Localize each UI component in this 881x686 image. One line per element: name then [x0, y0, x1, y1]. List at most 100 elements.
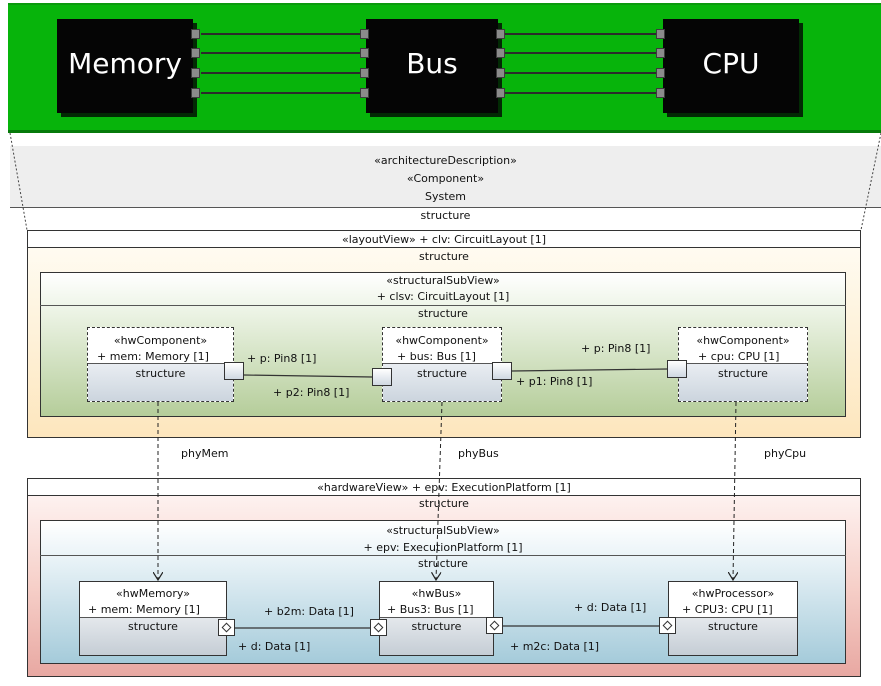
- hwmemory-mem[interactable]: [79, 581, 227, 656]
- zoom-line-left: [9, 132, 28, 231]
- architecture-stereotype: «architectureDescription»: [374, 154, 517, 167]
- circuit-banner: Memory Bus CPU: [8, 3, 881, 133]
- compartment: [669, 617, 797, 655]
- allocation-phycpu[interactable]: [733, 401, 736, 580]
- zoom-line-right: [860, 132, 881, 231]
- port-label-p2-bus: + p2: Pin8 [1]: [273, 386, 350, 399]
- port-cpu-d[interactable]: [659, 617, 676, 634]
- system-name: System: [424, 190, 467, 203]
- cpu-chip-label: CPU: [702, 47, 760, 80]
- chip-pin: [191, 48, 200, 58]
- cpu-chip: CPU: [663, 19, 799, 113]
- hwcomponent-bus[interactable]: [382, 327, 502, 402]
- bus-chip-label: Bus: [406, 47, 458, 80]
- system-structure-label: structure: [420, 209, 471, 222]
- port-cpu-p[interactable]: [667, 360, 687, 378]
- layout-view-structure-label: structure: [419, 250, 469, 263]
- hwcomponent-mem-name: + mem: Memory [1]: [97, 350, 209, 363]
- layout-subview-stereotype: «structuralSubView»: [386, 274, 500, 287]
- port-bus-m2c[interactable]: [486, 617, 503, 634]
- hwcomponent-bus-name: + bus: Bus [1]: [397, 350, 476, 363]
- chip-pin: [360, 68, 369, 78]
- compartment: [80, 617, 226, 655]
- layout-view-header: [27, 230, 861, 248]
- port-mem-b2m[interactable]: [218, 619, 235, 636]
- hwprocessor-cpu3[interactable]: [668, 581, 798, 656]
- hwmemory-structure: structure: [128, 620, 178, 633]
- hardware-view-header: [27, 478, 861, 496]
- hwcomponent-cpu[interactable]: [678, 327, 808, 402]
- hwprocessor-structure: structure: [708, 620, 758, 633]
- hwbus-bus3[interactable]: [379, 581, 494, 656]
- divider: [40, 305, 846, 306]
- circuit-traces: [201, 33, 661, 94]
- hwcomponent-mem-stereotype: «hwComponent»: [113, 334, 208, 347]
- layout-subview-name: + clsv: CircuitLayout [1]: [376, 290, 510, 303]
- connector-bus-cpu[interactable]: [511, 368, 668, 372]
- hardware-subview-structure-label: structure: [418, 557, 468, 570]
- hardware-subview-stereotype: «structuralSubView»: [386, 524, 500, 537]
- compartment: [88, 363, 233, 401]
- port-label-d-cpu: + d: Data [1]: [574, 601, 647, 614]
- port-label-p-mem: + p: Pin8 [1]: [247, 352, 317, 365]
- allocation-label-phymem: phyMem: [181, 447, 229, 460]
- memory-chip: Memory: [57, 19, 193, 113]
- hardware-view-structure-label: structure: [419, 497, 469, 510]
- chip-pin: [656, 88, 665, 98]
- divider: [40, 555, 846, 556]
- hwcomponent-cpu-structure: structure: [718, 367, 768, 380]
- port-bus-p1[interactable]: [492, 362, 512, 380]
- port-label-b2m: + b2m: Data [1]: [264, 605, 354, 618]
- chip-pin: [360, 29, 369, 39]
- connector-mem-bus[interactable]: [243, 374, 373, 378]
- port-mem-p[interactable]: [224, 362, 244, 380]
- allocation-phybus[interactable]: [436, 401, 443, 580]
- hwcomponent-mem[interactable]: [87, 327, 234, 402]
- component-stereotype: «Component»: [406, 172, 485, 185]
- hardware-subview-name: + epv: ExecutionPlatform [1]: [363, 541, 523, 554]
- memory-chip-label: Memory: [68, 47, 182, 80]
- chip-pin: [496, 48, 505, 58]
- layout-view-title: «layoutView» + clv: CircuitLayout [1]: [342, 233, 546, 246]
- layout-subview-structure-label: structure: [418, 307, 468, 320]
- allocation-label-phycpu: phyCpu: [764, 447, 807, 460]
- hwbus-structure: structure: [411, 620, 462, 633]
- hwbus-name: + Bus3: Bus [1]: [387, 603, 474, 616]
- port-bus-d[interactable]: [370, 619, 387, 636]
- chip-pin: [656, 29, 665, 39]
- chip-pin: [191, 68, 200, 78]
- system-component-header: [10, 146, 881, 208]
- chip-pin: [496, 68, 505, 78]
- port-label-p-cpu: + p: Pin8 [1]: [581, 342, 651, 355]
- hwcomponent-mem-structure: structure: [135, 367, 186, 380]
- hwmemory-stereotype: «hwMemory»: [116, 587, 190, 600]
- hwbus-stereotype: «hwBus»: [411, 587, 462, 600]
- chip-pin: [360, 48, 369, 58]
- compartment: [380, 617, 493, 655]
- hwmemory-name: + mem: Memory [1]: [88, 603, 200, 616]
- hwcomponent-bus-structure: structure: [417, 367, 467, 380]
- divider: [10, 207, 881, 208]
- chip-pin: [656, 48, 665, 58]
- compartment: [383, 363, 501, 401]
- chip-pin: [656, 68, 665, 78]
- hwprocessor-stereotype: «hwProcessor»: [691, 587, 775, 600]
- port-label-d-mem: + d: Data [1]: [238, 640, 311, 653]
- port-label-m2c: + m2c: Data [1]: [510, 640, 600, 653]
- port-bus-p2[interactable]: [372, 368, 392, 386]
- hwprocessor-name: + CPU3: CPU [1]: [682, 603, 773, 616]
- port-label-p1-bus: + p1: Pin8 [1]: [516, 375, 593, 388]
- allocation-label-phybus: phyBus: [458, 447, 499, 460]
- chip-pin: [191, 88, 200, 98]
- hwcomponent-cpu-stereotype: «hwComponent»: [696, 334, 790, 347]
- hwcomponent-cpu-name: + cpu: CPU [1]: [698, 350, 780, 363]
- hwcomponent-bus-stereotype: «hwComponent»: [395, 334, 489, 347]
- bus-chip: Bus: [366, 19, 498, 113]
- compartment: [679, 363, 807, 401]
- hardware-view-title: «hardwareView» + epv: ExecutionPlatform …: [317, 481, 571, 494]
- chip-pin: [496, 29, 505, 39]
- chip-pin: [191, 29, 200, 39]
- chip-pin: [496, 88, 505, 98]
- chip-pin: [360, 88, 369, 98]
